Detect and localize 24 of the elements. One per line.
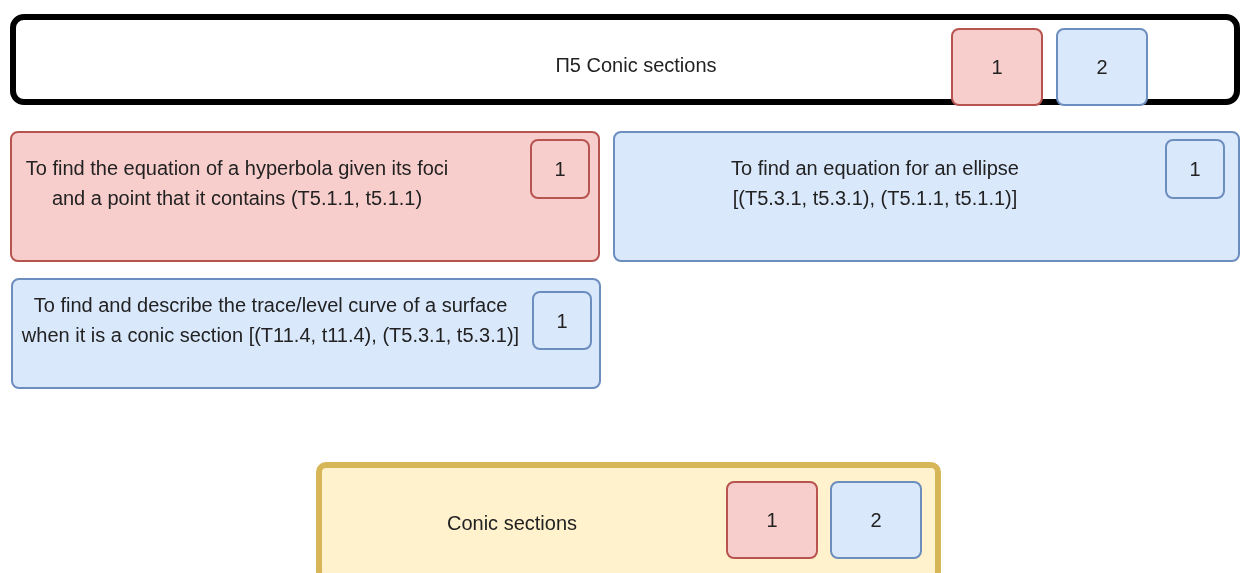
badge-number: 2 — [869, 508, 883, 533]
badge-number: 1 — [990, 55, 1004, 80]
badge-number: 1 — [765, 508, 779, 533]
number-badge — [532, 291, 592, 350]
number-badge — [1165, 139, 1225, 199]
task-text: To find an equation for an ellipse [(T5.3.1, t5.3.1), (T5.1.1, t5.1.1)] — [730, 156, 1020, 211]
number-badge — [530, 139, 590, 199]
number-badge — [830, 481, 922, 559]
badge-number: 1 — [1188, 157, 1202, 182]
task-text: To find the equation of a hyperbola given its foci and a point that it contains (T5.1.1, t5.1.1) — [24, 156, 450, 211]
number-badge — [726, 481, 818, 559]
topic-panel — [316, 462, 941, 573]
task-text: To find and describe the trace/level curve of a surface when it is a conic section [(T11.4, t11.4), (T5.3.1, t5.3.1)] — [20, 293, 521, 348]
badge-number: 1 — [553, 157, 567, 182]
number-badge — [1056, 28, 1148, 106]
number-badge — [951, 28, 1043, 106]
task-card — [613, 131, 1240, 262]
task-card — [11, 278, 601, 389]
task-card — [10, 131, 600, 262]
topic-title: П5 Conic sections — [554, 53, 718, 78]
topic-title: Conic sections — [445, 511, 579, 536]
badge-number: 2 — [1095, 55, 1109, 80]
topic-panel — [10, 14, 1240, 105]
badge-number: 1 — [555, 308, 569, 334]
